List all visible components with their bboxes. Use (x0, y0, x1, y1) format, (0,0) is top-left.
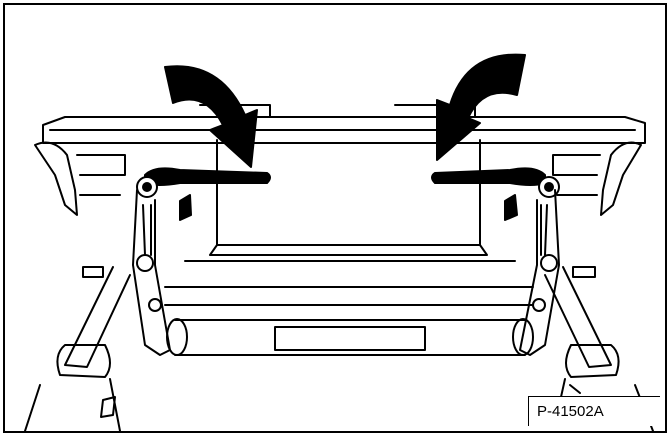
figure-frame: P-41502A (3, 3, 667, 433)
right-latch-linkage (519, 189, 560, 356)
left-rotate-arrow (164, 65, 258, 168)
left-latch-handle[interactable] (136, 167, 271, 198)
cross-tube (164, 286, 534, 356)
left-strut (24, 266, 131, 431)
seat-latch-illustration (24, 53, 654, 431)
figure-id-label: P-41502A (528, 396, 660, 426)
top-rail (42, 104, 646, 144)
center-panel (82, 139, 596, 278)
right-side-bracket (552, 141, 642, 216)
right-rotate-arrow (436, 53, 526, 161)
left-latch-linkage (132, 189, 171, 356)
right-latch-handle[interactable] (431, 167, 560, 198)
left-side-bracket (34, 141, 126, 216)
